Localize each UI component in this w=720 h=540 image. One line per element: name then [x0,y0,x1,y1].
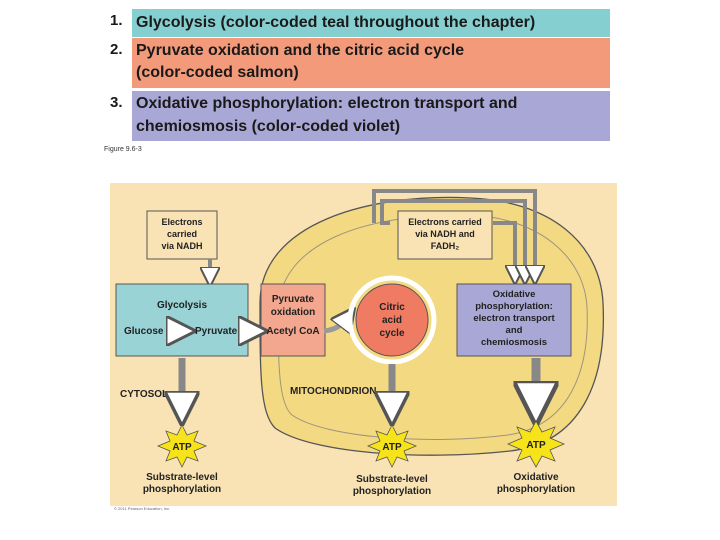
legend-text-citric-line2: (color-coded salmon) [136,64,299,81]
legend-text-oxphos-line1: Oxidative phosphorylation: electron tran… [136,95,518,112]
legend-text-glycolysis: Glycolysis (color-coded teal throughout … [136,14,536,31]
mitochondrion-label: MITOCHONDRION [290,386,376,397]
atp-burst-2 [366,424,418,468]
pyruvate-label: Pyruvate [195,326,238,337]
nadh-label-box [146,210,218,260]
legend-number-1: 1. [110,12,123,29]
cytosol-label: CYTOSOL [120,389,168,400]
caption-2-line1: Substrate-level [356,474,428,485]
nadh-fadh2-line2: via NADH and [415,229,475,239]
nadh-label-line1: Electrons [161,217,202,227]
caption-1-line2: phosphorylation [143,484,221,495]
pyruvate-oxidation-box [260,283,326,357]
electron-arrow-2 [380,199,525,281]
oxidative-phosphorylation-box [456,283,572,357]
legend-number-3: 3. [110,94,123,111]
nadh-fadh2-label-box [397,210,493,260]
nadh-label-line2: carried [167,229,197,239]
cristae [277,214,588,440]
legend-number-2: 2. [110,41,123,58]
legend-band-citric: Pyruvate oxidation and the citric acid c… [132,38,610,88]
acetyl-coa-label: Acetyl CoA [266,326,319,337]
respiration-diagram-svg: Electrons carried via NADH Electrons car… [115,189,605,497]
citric-line3: cycle [379,328,404,339]
legend-band-glycolysis: Glycolysis (color-coded teal throughout … [132,9,610,37]
nadh-label-line3: via NADH [161,241,202,251]
atp-label-2: ATP [382,442,402,453]
glucose-label: Glucose [124,326,164,337]
caption-2-line2: phosphorylation [353,486,431,497]
oxphos-line3: electron transport [473,313,555,324]
pyruvate-oxidation-line2: oxidation [271,307,315,318]
oxphos-line4: and [506,325,523,336]
citric-acid-cycle-circle [355,283,429,357]
oxphos-line1: Oxidative [493,289,536,300]
legend-text-oxphos-line2: chemiosmosis (color-coded violet) [136,118,401,135]
respiration-diagram: Electrons carried via NADH Electrons car… [110,183,617,506]
citric-line2: acid [382,315,402,326]
glycolysis-title: Glycolysis [157,300,207,311]
oxphos-line2: phosphorylation: [475,301,553,312]
oxphos-line5: chemiosmosis [481,337,547,348]
pyruvate-oxidation-line1: Pyruvate [272,294,315,305]
legend-text-citric-line1: Pyruvate oxidation and the citric acid c… [136,42,465,59]
legend-band-oxphos: Oxidative phosphorylation: electron tran… [132,91,610,141]
caption-3-line1: Oxidative [513,472,558,483]
electron-arrow-1 [493,221,515,281]
figure-label: Figure 9.6-3 [104,146,142,153]
citric-acid-cycle-ring [347,275,437,365]
caption-3-line2: phosphorylation [497,484,575,495]
atp-label-3: ATP [526,440,546,451]
glycolysis-box [115,283,249,357]
atp-label-1: ATP [172,442,192,453]
atp-burst-1 [156,424,208,468]
caption-1-line1: Substrate-level [146,472,218,483]
nadh-fadh2-line3: FADH₂ [431,241,460,251]
atp-burst-3 [506,420,566,468]
copyright-notice: © 2011 Pearson Education, Inc. [114,506,171,511]
nadh-fadh2-line1: Electrons carried [408,217,482,227]
electron-arrow-3 [372,189,535,281]
citric-line1: Citric [379,302,405,313]
